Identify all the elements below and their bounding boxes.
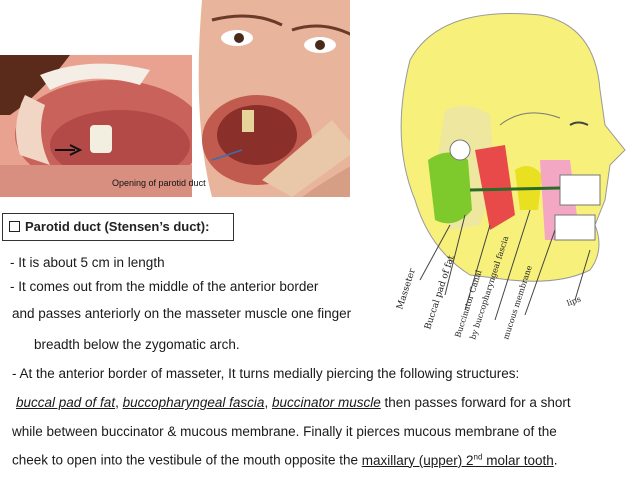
heading-text: Parotid duct (Stensen’s duct): bbox=[25, 219, 210, 234]
text-line-7: while between buccinator & mucous membra… bbox=[12, 424, 557, 439]
text-line-8: cheek to open into the vestibule of the … bbox=[12, 452, 558, 468]
link-buccopharyngeal: buccopharyngeal fascia bbox=[122, 395, 265, 410]
parotid-diagram: Masseter Buccal pad of fat Buccinator Ca… bbox=[350, 0, 638, 345]
face-illustration bbox=[192, 0, 362, 197]
text-line-6: buccal pad of fat, buccopharyngeal fasci… bbox=[16, 395, 571, 410]
section-heading: Parotid duct (Stensen’s duct): bbox=[2, 213, 234, 241]
link-buccal-pad: buccal pad of fat bbox=[16, 395, 116, 410]
checkbox-bullet-icon bbox=[9, 221, 20, 232]
molar-tooth-term: maxillary (upper) 2nd molar tooth bbox=[361, 452, 554, 468]
text-line-5: - At the anterior border of masseter, It… bbox=[12, 366, 520, 381]
photo-caption: Opening of parotid duct bbox=[112, 178, 206, 188]
text-line-3: and passes anteriorly on the masseter mu… bbox=[12, 306, 352, 321]
text-line-4: breadth below the zygomatic arch. bbox=[34, 337, 240, 352]
text-line-1: - It is about 5 cm in length bbox=[10, 255, 165, 270]
mouth-photo bbox=[0, 55, 192, 197]
text-line-2: - It comes out from the middle of the an… bbox=[10, 279, 319, 294]
link-buccinator: buccinator muscle bbox=[271, 395, 381, 410]
